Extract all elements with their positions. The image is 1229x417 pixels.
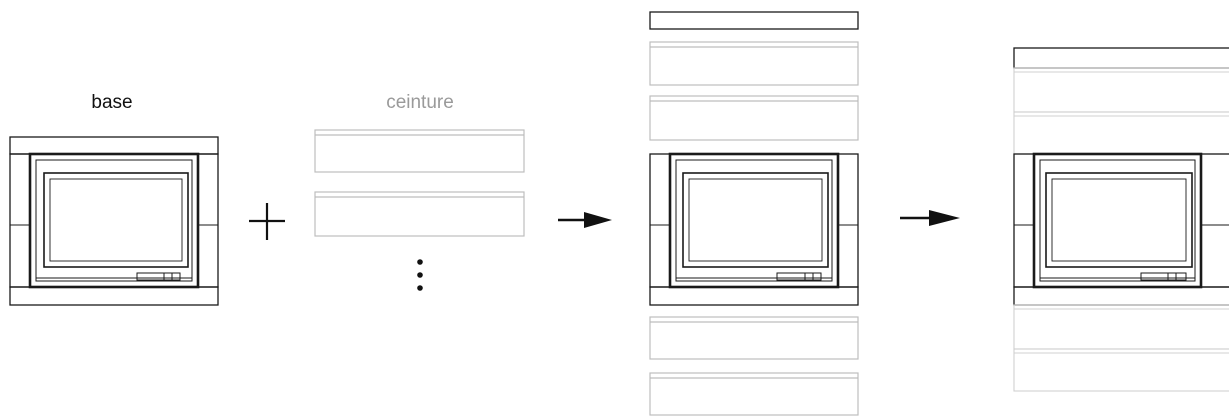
base-unit bbox=[9, 136, 219, 306]
arrow-right-icon bbox=[900, 210, 960, 226]
arrow-right-icon bbox=[558, 212, 612, 228]
ceinture-module bbox=[314, 191, 525, 237]
ceinture-module bbox=[314, 129, 525, 173]
base-label: base bbox=[91, 92, 132, 113]
plus-icon bbox=[249, 203, 285, 240]
more-ellipsis-icon bbox=[417, 259, 423, 291]
stacked-assembly bbox=[649, 11, 859, 416]
ceinture-modules bbox=[314, 129, 525, 237]
ceinture-label: ceinture bbox=[386, 92, 454, 113]
final-assembly bbox=[1013, 47, 1229, 392]
